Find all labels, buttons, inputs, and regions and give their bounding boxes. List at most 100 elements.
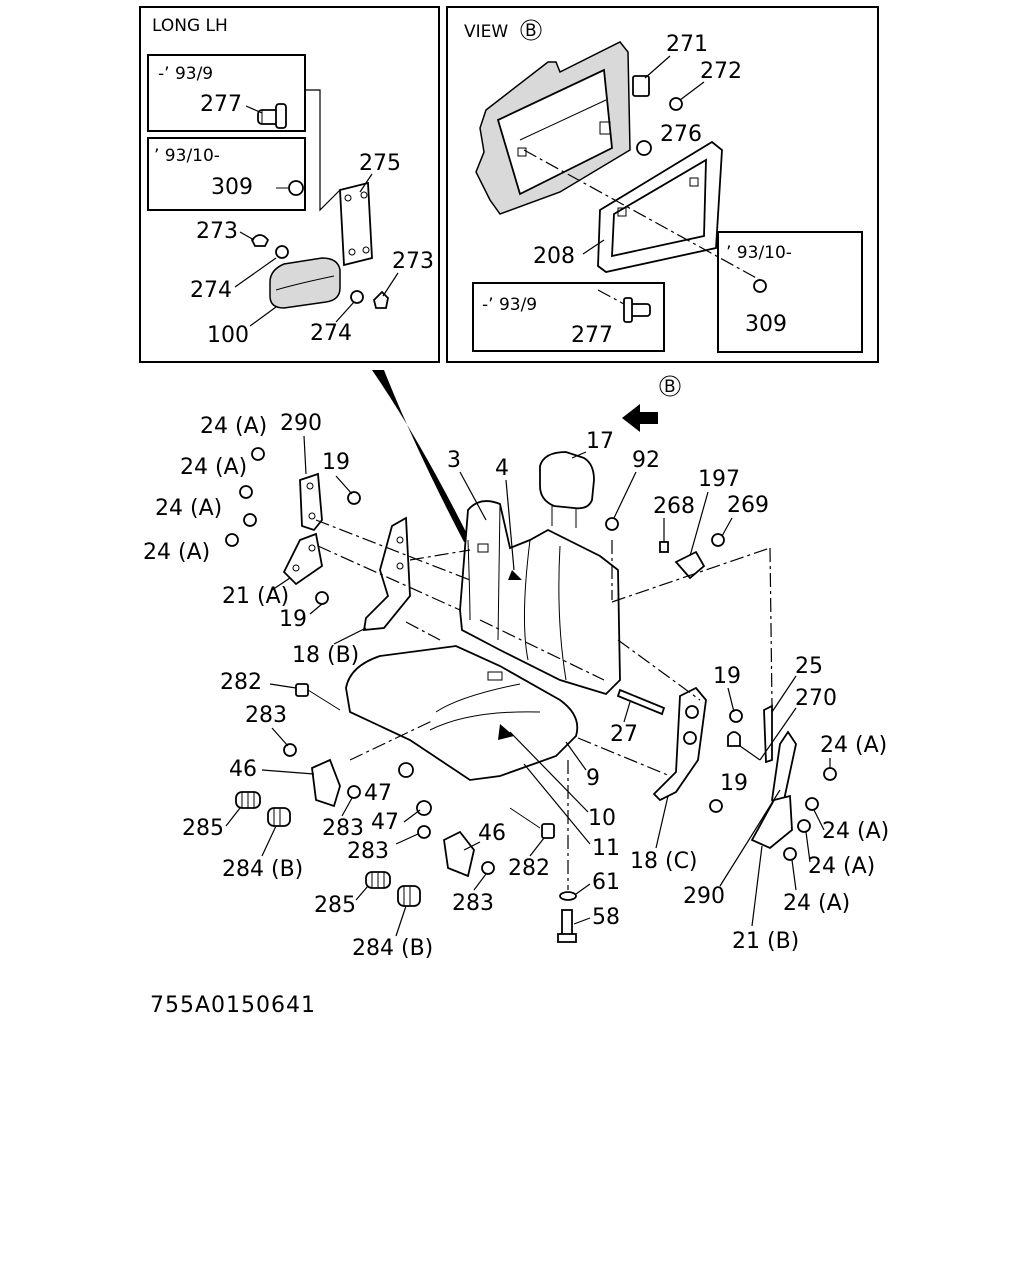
label-274-left: 274 — [190, 278, 232, 303]
label-274-right: 274 — [310, 321, 352, 346]
clip-277-part — [623, 297, 651, 323]
label-283-3: 283 — [347, 839, 389, 864]
washer-61 — [559, 891, 577, 901]
label-11: 11 — [592, 836, 620, 861]
view-marker-letter: B — [525, 21, 537, 41]
marker-triangle-back — [508, 570, 522, 580]
bolt-282-upper — [295, 683, 341, 711]
pin-27 — [616, 688, 666, 716]
bracket-18b — [362, 516, 411, 632]
label-9: 9 — [586, 766, 600, 791]
spring-285-left — [235, 791, 261, 809]
screw-part — [276, 180, 304, 196]
label-47-2: 47 — [371, 810, 399, 835]
label-271: 271 — [666, 32, 708, 57]
label-19-right-top: 19 — [713, 664, 741, 689]
label-100: 100 — [207, 323, 249, 348]
armrest-pad-part — [269, 257, 341, 309]
clip-273-right — [373, 290, 389, 309]
label-276: 276 — [660, 122, 702, 147]
seat-back-part — [459, 500, 621, 696]
label-17: 17 — [586, 429, 614, 454]
variant-box-new-right — [717, 231, 863, 353]
variant-new-label: ’ 93/10- — [154, 146, 220, 166]
label-24a-1: 24 (A) — [200, 414, 267, 439]
label-309-right: 309 — [745, 312, 787, 337]
fastener-274-left — [275, 245, 289, 259]
label-61: 61 — [592, 870, 620, 895]
label-275: 275 — [359, 151, 401, 176]
variant-box-old-right — [472, 282, 665, 352]
label-58: 58 — [592, 905, 620, 930]
label-21a: 21 (A) — [222, 584, 289, 609]
label-18c: 18 (C) — [630, 849, 698, 874]
label-24a-r4: 24 (A) — [783, 891, 850, 916]
main-view-marker-circle — [659, 375, 681, 397]
spring-285-right — [365, 871, 391, 889]
callout-sweep — [372, 370, 470, 542]
label-46-right: 46 — [478, 821, 506, 846]
label-24a-r1: 24 (A) — [820, 733, 887, 758]
fastener-276-part — [636, 140, 652, 156]
label-309: 309 — [211, 175, 253, 200]
label-208: 208 — [533, 244, 575, 269]
label-284b-right: 284 (B) — [352, 936, 433, 961]
view-marker-circle — [520, 19, 542, 41]
label-285-left: 285 — [182, 816, 224, 841]
label-24a-r3: 24 (A) — [808, 854, 875, 879]
bracket-18c — [652, 686, 707, 802]
label-277-right: 277 — [571, 323, 613, 348]
label-47-1: 47 — [364, 781, 392, 806]
inset-left-title: LONG LH — [152, 16, 228, 36]
label-24a-2: 24 (A) — [180, 455, 247, 480]
marker-triangle — [498, 724, 514, 740]
label-92: 92 — [632, 448, 660, 473]
inset-left-frame — [139, 6, 440, 363]
label-283-1: 283 — [245, 703, 287, 728]
bolt-282-lower — [509, 807, 555, 839]
label-290-right: 290 — [683, 884, 725, 909]
label-24a-4: 24 (A) — [143, 540, 210, 565]
variant-old-right-label: -’ 93/9 — [482, 295, 537, 315]
label-25: 25 — [795, 654, 823, 679]
label-46-left: 46 — [229, 757, 257, 782]
fastener-274-right — [350, 290, 364, 304]
label-273-left: 273 — [196, 219, 238, 244]
label-3: 3 — [447, 448, 461, 473]
label-24a-r2: 24 (A) — [822, 819, 889, 844]
variant-old-label: -’ 93/9 — [158, 64, 213, 84]
label-282-lower: 282 — [508, 856, 550, 881]
label-268: 268 — [653, 494, 695, 519]
clip-273-left — [250, 234, 270, 247]
leader-bracket — [305, 89, 341, 212]
label-272: 272 — [700, 59, 742, 84]
label-4: 4 — [495, 456, 509, 481]
nut-272-part — [669, 97, 683, 111]
trim-frame-part — [597, 140, 723, 273]
bolt-58 — [557, 909, 577, 943]
spring-284b-left — [267, 807, 291, 827]
diagram-code: 755A0150641 — [150, 993, 316, 1018]
label-285-right: 285 — [314, 893, 356, 918]
hinge-46-left — [311, 758, 341, 808]
inset-right-frame — [446, 6, 879, 363]
label-19-right-bottom: 19 — [720, 771, 748, 796]
variant-box-new — [147, 137, 306, 211]
label-284b-left: 284 (B) — [222, 857, 303, 882]
main-assembly: B — [143, 370, 889, 961]
label-283-2: 283 — [322, 816, 364, 841]
clip-270 — [727, 731, 741, 747]
rod-25 — [763, 704, 773, 764]
bracket-plate-part — [339, 181, 373, 267]
bracket-21b — [750, 794, 793, 850]
headrest-part — [539, 451, 595, 528]
label-19-top: 19 — [322, 450, 350, 475]
inset-left: LONG LH -’ 93/9 ’ 93/10- 277 309 275 — [139, 6, 440, 363]
inset-right-title: VIEW — [464, 22, 508, 42]
label-27: 27 — [610, 722, 638, 747]
clip-part — [257, 103, 287, 129]
inset-right: VIEW B 208 271 272 276 — [446, 6, 879, 363]
label-270: 270 — [795, 686, 837, 711]
label-273-right: 273 — [392, 249, 434, 274]
